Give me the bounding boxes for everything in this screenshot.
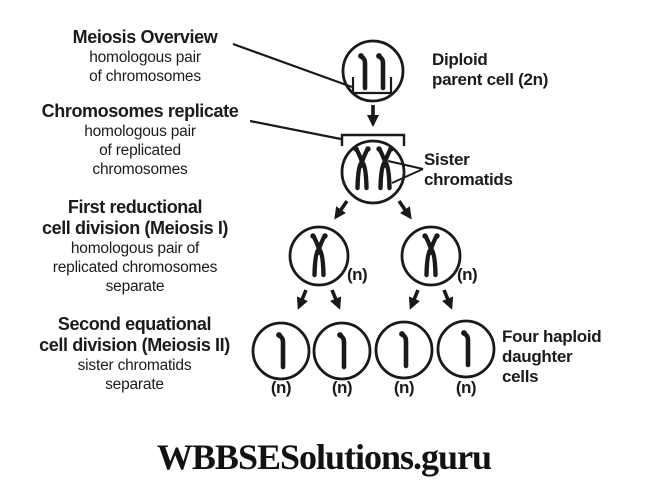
label-line: Four haploid <box>502 327 602 346</box>
homologous-pair-bracket <box>351 77 393 95</box>
haploid-n-label: (n) <box>270 378 292 397</box>
sister-pointer-upper <box>387 160 424 170</box>
stage-desc: homologous pair <box>84 123 196 140</box>
meiosis1-cell-left <box>288 225 350 287</box>
sister-chromatids-label: Sister chromatids <box>424 150 513 190</box>
chromosome-icon <box>358 53 365 88</box>
daughter-cell-2 <box>312 321 372 381</box>
stage-meiosis-overview: Meiosis Overview homologous pair of chro… <box>45 27 245 86</box>
haploid-n-label: (n) <box>331 378 353 397</box>
replicated-chromosome-icon <box>422 233 439 275</box>
label-line: parent cell (2n) <box>432 70 549 89</box>
parent-cell-circle <box>341 39 405 103</box>
haploid-n-label: (n) <box>393 378 415 397</box>
stage-title: Chromosomes replicate <box>41 101 239 121</box>
haploid-n-label: (n) <box>347 265 368 284</box>
daughter-cell-circle <box>251 321 311 381</box>
replicated-chromosome-icon <box>376 146 393 188</box>
stage-title: Second equational <box>57 314 212 334</box>
diploid-parent-cell-label: Diploid parent cell (2n) <box>432 50 548 90</box>
chromosome-icon <box>376 53 383 88</box>
stage-desc: replicated chromosomes <box>52 259 218 276</box>
arrow-down-left-icon <box>334 199 349 220</box>
stage-desc: homologous pair <box>89 49 201 66</box>
stage-meiosis-2: Second equational cell division (Meiosis… <box>12 314 257 394</box>
haploid-n-label: (n) <box>455 378 477 397</box>
arrow-down-right-icon <box>330 289 342 310</box>
stage-title: cell division (Meiosis I) <box>41 218 229 238</box>
stage-desc: of replicated <box>99 142 181 159</box>
stage-desc: homologous pair of <box>70 240 200 257</box>
stage-desc: separate <box>105 376 164 393</box>
four-haploid-daughter-cells-label: Four haploid daughter cells <box>502 327 602 387</box>
replicated-chromosome-icon <box>310 233 327 275</box>
haploid-n-label: (n) <box>457 265 478 284</box>
leader-line-replicate <box>249 119 342 141</box>
label-line: Sister <box>424 150 470 169</box>
chromosome-icon <box>337 332 344 367</box>
stage-desc: of chromosomes <box>89 68 201 85</box>
label-line: Diploid <box>432 50 488 69</box>
parent-cell <box>341 39 405 103</box>
bracket-above-replicated-cell <box>340 133 406 146</box>
arrow-down-left-icon <box>408 289 420 310</box>
label-line: daughter <box>502 347 573 366</box>
label-line: cells <box>502 367 539 386</box>
daughter-cell-1 <box>251 321 311 381</box>
watermark-text: WBBSESolutions.guru <box>156 437 492 477</box>
stage-desc: sister chromatids <box>77 357 192 374</box>
stage-meiosis-1: First reductional cell division (Meiosis… <box>15 197 255 296</box>
stage-title: First reductional <box>67 197 203 217</box>
stage-chromosomes-replicate: Chromosomes replicate homologous pair of… <box>30 101 250 179</box>
chromosome-icon <box>276 332 283 367</box>
stage-title: cell division (Meiosis II) <box>39 335 230 355</box>
replicated-chromosome-icon <box>353 146 370 188</box>
daughter-cell-circle <box>436 319 496 379</box>
arrow-down-right-icon <box>397 199 412 220</box>
stage-desc: chromosomes <box>92 161 188 178</box>
replicated-cell <box>340 139 406 205</box>
stage-title: Meiosis Overview <box>72 27 218 47</box>
meiosis1-cell-circle <box>288 225 350 287</box>
daughter-cell-circle <box>312 321 372 381</box>
daughter-cell-3 <box>374 320 434 380</box>
sister-pointer-lower <box>391 168 424 184</box>
arrow-down-left-icon <box>296 289 308 310</box>
daughter-cell-circle <box>374 320 434 380</box>
leader-line-overview <box>232 42 353 89</box>
arrow-down-right-icon <box>442 289 454 310</box>
stage-desc: separate <box>105 278 165 295</box>
daughter-cell-4 <box>436 319 496 379</box>
label-line: chromatids <box>424 170 513 189</box>
meiosis1-cell-circle <box>400 225 462 287</box>
replicated-cell-circle <box>340 139 406 205</box>
meiosis1-cell-right <box>400 225 462 287</box>
chromosome-icon <box>399 331 406 366</box>
chromosome-icon <box>461 330 468 365</box>
